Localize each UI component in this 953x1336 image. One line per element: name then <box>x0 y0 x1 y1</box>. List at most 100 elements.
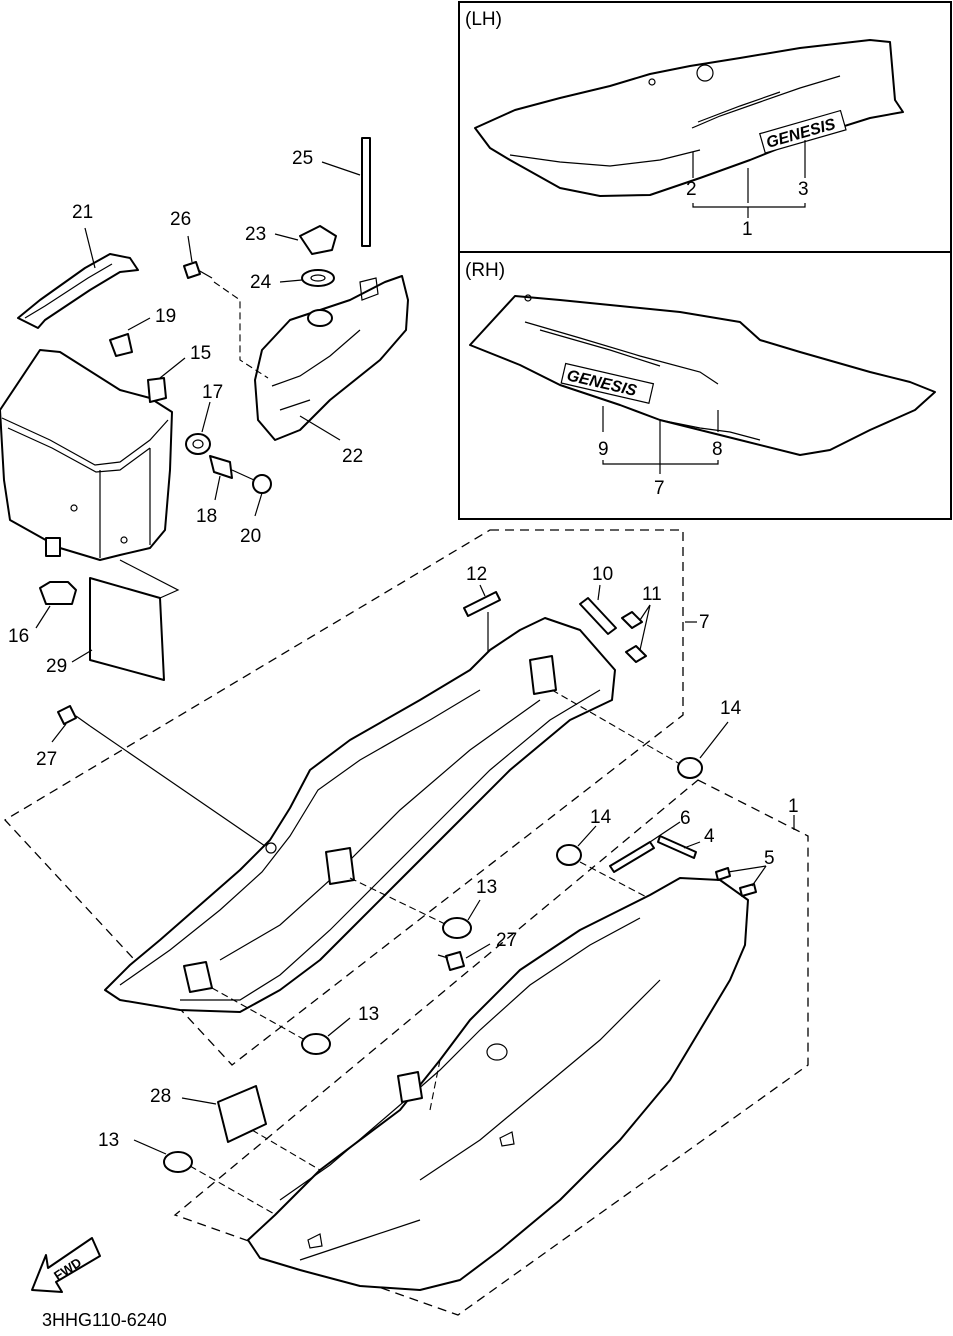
lower-cover-contour-2 <box>299 1219 421 1261</box>
bracket-clip-19 <box>109 333 133 357</box>
rh-cover-hole <box>524 294 532 302</box>
bolt-27b <box>445 951 465 971</box>
grommet-13c <box>163 1151 193 1173</box>
rh-cover-stripe <box>524 321 719 385</box>
leader-25 <box>321 161 361 176</box>
bolt-26 <box>183 261 201 279</box>
callout-21: 21 <box>72 202 93 223</box>
damper-17 <box>185 433 211 455</box>
callout-17: 17 <box>202 382 223 403</box>
leader-4 <box>683 841 701 849</box>
breather-hose-25 <box>361 137 371 247</box>
leader-27b <box>465 943 491 959</box>
upper-cover-tab <box>529 655 557 695</box>
lower-cover-tab <box>397 1071 423 1103</box>
upper-side-cover <box>104 617 616 1013</box>
pad-28-line <box>251 1129 321 1171</box>
leader-5b <box>751 865 767 887</box>
grommet-13a-line <box>349 877 446 925</box>
upper-cover-mount-hole <box>265 842 277 854</box>
bolt-27b-shank <box>437 954 449 959</box>
rh-callout-9: 9 <box>598 439 609 460</box>
leader-24 <box>279 279 303 283</box>
reservoir-cap-23 <box>299 225 337 255</box>
collar-18 <box>209 455 233 479</box>
bolt-27a-line <box>89 725 266 847</box>
strip-12 <box>463 591 501 617</box>
diagram-code: 3HHG110-6240 <box>42 1310 167 1330</box>
callout-4: 4 <box>704 826 715 847</box>
callout-27a: 27 <box>36 749 57 770</box>
strip-10 <box>579 597 617 635</box>
leader-29 <box>71 649 93 663</box>
battery-band-rib <box>24 263 113 319</box>
callout-12: 12 <box>466 564 487 585</box>
bolt-20 <box>252 474 272 494</box>
lh-panel-title: (LH) <box>465 9 502 30</box>
callout-24: 24 <box>250 272 272 293</box>
callout-15: 15 <box>190 343 211 364</box>
callout-18: 18 <box>196 506 217 527</box>
leader-14a <box>699 721 729 759</box>
lh-cover-stripe-2 <box>697 91 781 123</box>
inset-frame <box>458 1 952 520</box>
battery-case-pin <box>45 537 61 557</box>
callout-20: 20 <box>240 526 261 547</box>
reservoir-assembly: 25 23 24 22 26 <box>170 137 409 467</box>
gasket-24-hole <box>310 274 326 282</box>
rh-side-cover <box>469 295 936 456</box>
damper-17-hole <box>192 439 204 449</box>
reservoir-tank-22 <box>254 275 409 441</box>
pad-28 <box>217 1085 267 1143</box>
upper-cover-tab-2 <box>325 847 355 885</box>
callout-13a: 13 <box>476 877 497 898</box>
leader-22 <box>299 415 341 441</box>
pad-5a <box>715 867 731 881</box>
leader-11a <box>639 604 651 621</box>
leader-21 <box>84 227 96 269</box>
upper-cover-contour <box>219 699 541 961</box>
leader-23 <box>274 233 299 241</box>
lh-cover-stripe <box>691 75 841 129</box>
gasket-24 <box>301 269 335 287</box>
reservoir-port <box>359 277 379 301</box>
pad-11a <box>621 611 643 629</box>
leader-12 <box>479 584 486 597</box>
callout-7: 7 <box>699 612 710 633</box>
reservoir-level <box>279 399 311 411</box>
lh-callout-2: 2 <box>686 179 697 200</box>
callout-11: 11 <box>642 584 662 605</box>
upper-cover-assembly <box>104 617 616 1013</box>
bolt-27a <box>57 705 77 725</box>
rh-callout-7: 7 <box>654 478 665 499</box>
battery-case-hole-2 <box>120 536 128 544</box>
leader-19 <box>127 317 151 331</box>
lh-callout-3: 3 <box>798 179 809 200</box>
lower-cover-contour <box>419 979 661 1181</box>
grommet-16 <box>39 581 77 605</box>
callout-10: 10 <box>592 564 613 585</box>
grommet-13b-line <box>211 987 306 1041</box>
callout-5: 5 <box>764 848 775 869</box>
leader-5a <box>727 865 767 873</box>
lower-cover-mount <box>486 1043 508 1061</box>
strip-4 <box>657 835 697 859</box>
leader-13b <box>327 1017 351 1037</box>
lower-cover-guide <box>429 1059 441 1111</box>
pad-5b <box>739 883 757 897</box>
callout-1: 1 <box>788 796 799 817</box>
grommet-14b <box>556 844 582 866</box>
bolt-26-shank <box>197 269 213 279</box>
upper-cover-inner-edge <box>119 689 481 986</box>
rh-callout-8: 8 <box>712 439 723 460</box>
leader-11b <box>639 604 651 651</box>
lh-callout-1: 1 <box>742 219 753 240</box>
strip-6 <box>609 841 655 873</box>
battery-case-rim-inner <box>7 427 151 473</box>
leader-14b <box>577 825 597 847</box>
callout-14a: 14 <box>720 698 742 719</box>
grommet-14a <box>677 757 703 779</box>
callout-13b: 13 <box>358 1004 379 1025</box>
group-boundary-7 <box>3 529 684 1066</box>
